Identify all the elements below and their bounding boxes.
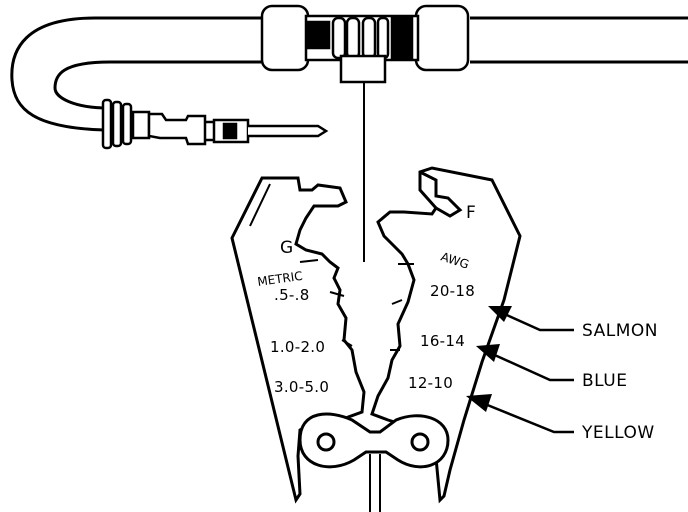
callout-salmon: SALMON	[582, 321, 658, 341]
awg-size-2: 16-14	[420, 332, 465, 350]
coupling-ring-4	[376, 16, 390, 60]
arrow-heads	[466, 306, 512, 412]
terminal-blade	[248, 124, 329, 138]
pivot-hole-left	[316, 432, 336, 452]
terminal-ring-2	[111, 100, 123, 148]
coupling-left-nut	[260, 4, 310, 72]
coupling-ring-2	[345, 16, 361, 60]
crimp-tool	[230, 166, 522, 512]
coupling-stem	[339, 54, 387, 84]
leader-arrows	[479, 310, 574, 434]
salmon-leader	[499, 310, 574, 332]
handle-lines	[369, 454, 381, 512]
cable-assembly	[10, 16, 688, 132]
terminal-tab-slot	[222, 122, 238, 140]
coupling-dark-band	[390, 16, 414, 60]
metric-size-1: .5-.8	[274, 286, 310, 304]
yellow-arrowhead	[466, 394, 492, 412]
coupling-right-nut	[414, 4, 470, 72]
callout-blue: BLUE	[582, 371, 627, 391]
letter-g: G	[280, 238, 294, 258]
metric-heading: METRIC	[256, 269, 303, 289]
metric-size-2: 1.0-2.0	[270, 338, 325, 356]
left-jaw-edge-line	[249, 183, 271, 227]
awg-size-3: 12-10	[408, 374, 453, 392]
right-jaw-tip	[419, 170, 463, 218]
salmon-arrowhead	[488, 306, 512, 322]
yellow-leader	[479, 400, 574, 434]
terminal-neck	[205, 120, 214, 142]
right-jaw-die-lines	[390, 263, 414, 351]
coupling-ring-1	[331, 16, 347, 60]
terminal-ring-1	[101, 98, 113, 150]
coupling-connector	[260, 4, 470, 84]
coupling-hatch	[305, 20, 331, 50]
terminal-ring-3	[121, 102, 133, 146]
terminal-barrel	[131, 110, 151, 140]
pivot-hole-right	[410, 432, 430, 452]
metric-size-3: 3.0-5.0	[274, 378, 329, 396]
cable-inner-bend	[53, 60, 262, 110]
coupling-ring-3	[361, 16, 377, 60]
left-jaw-die-lines	[299, 259, 353, 347]
letter-f: F	[466, 203, 476, 223]
callout-yellow: YELLOW	[581, 423, 655, 443]
pivot-link	[298, 412, 450, 469]
terminal-crimp-section	[147, 112, 207, 146]
blue-leader	[487, 350, 574, 382]
blue-arrowhead	[476, 344, 500, 362]
awg-size-1: 20-18	[430, 282, 475, 300]
cable-outer-bend	[10, 16, 262, 132]
terminal	[101, 98, 329, 150]
